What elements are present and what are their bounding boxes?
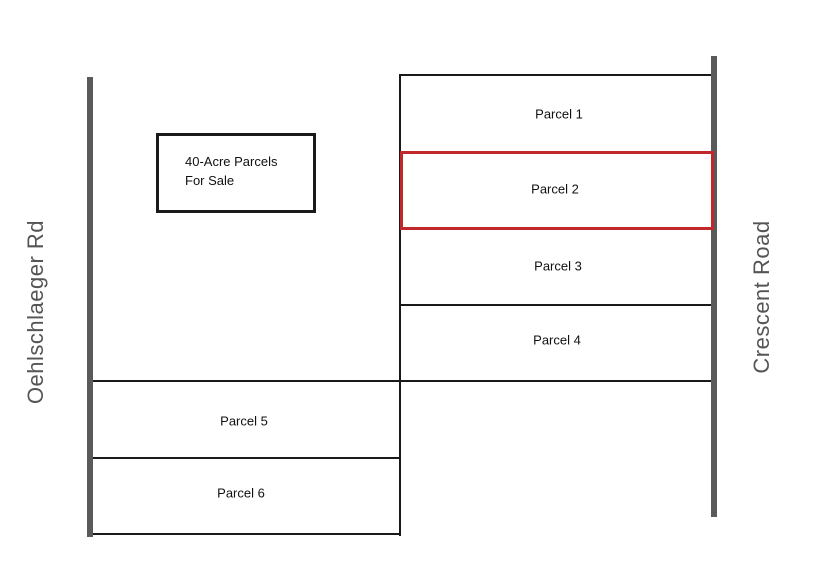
parcel-boundary-5-6 [93, 457, 400, 459]
oehlschlaeger-road [87, 77, 93, 537]
for-sale-sign-line2: For Sale [185, 173, 235, 188]
parcel-1-label: Parcel 1 [535, 106, 583, 122]
parcel-2-label: Parcel 2 [531, 181, 579, 197]
parcel-6-label: Parcel 6 [217, 485, 265, 501]
for-sale-sign [156, 133, 316, 213]
parcel-boundary-3-4 [400, 304, 711, 306]
for-sale-sign-line1: 40-Acre Parcels [185, 154, 278, 169]
parcel-boundary-bottom [93, 533, 401, 535]
parcel-3-label: Parcel 3 [534, 258, 582, 274]
crescent-road [711, 56, 717, 517]
for-sale-sign-text: 40-Acre Parcels For Sale [185, 152, 277, 190]
parcel-4-label: Parcel 4 [533, 332, 581, 348]
parcel-boundary-4-5 [93, 380, 711, 382]
road-label-oehlschlaeger: Oehlschlaeger Rd [23, 219, 48, 405]
parcel-2-highlight [400, 151, 714, 230]
parcel-5-label: Parcel 5 [220, 413, 268, 429]
road-label-crescent: Crescent Road [749, 220, 774, 374]
parcel-boundary-top [400, 74, 711, 76]
